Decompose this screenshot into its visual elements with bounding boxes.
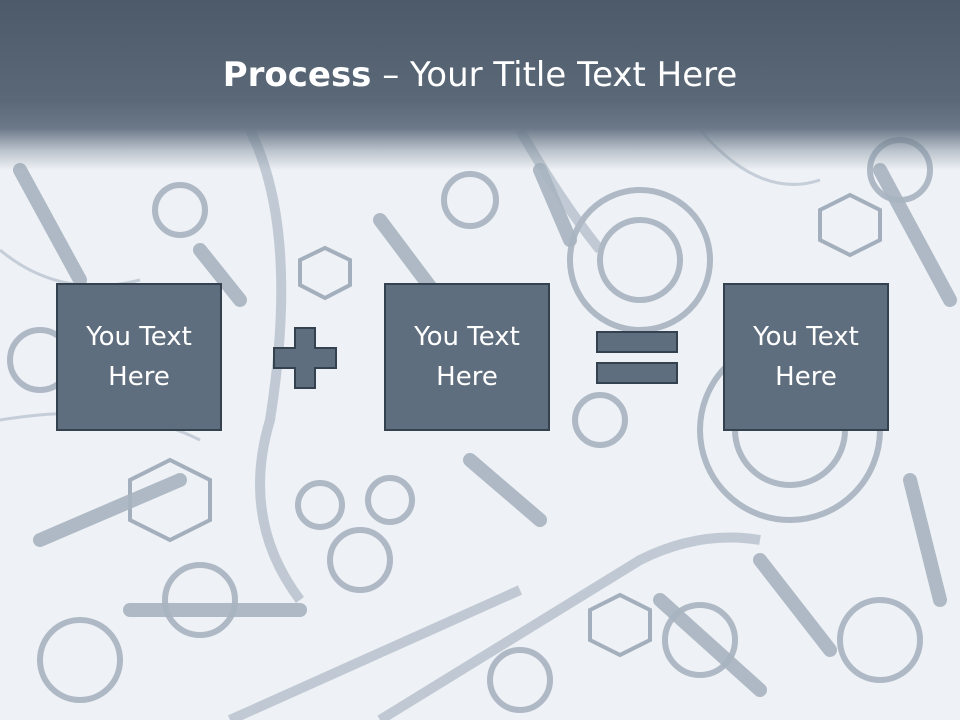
process-box-3[interactable]: You Text Here: [723, 283, 889, 431]
process-box-2-text: You Text Here: [414, 322, 520, 392]
plus-icon: [273, 327, 337, 389]
slide-title: Process – Your Title Text Here: [0, 52, 960, 98]
equals-icon: [596, 331, 678, 384]
process-box-1[interactable]: You Text Here: [56, 283, 222, 431]
process-box-3-text: You Text Here: [753, 322, 859, 392]
process-box-2[interactable]: You Text Here: [384, 283, 550, 431]
title-rest: – Your Title Text Here: [371, 55, 738, 95]
process-box-1-text: You Text Here: [86, 322, 192, 392]
title-bold: Process: [222, 55, 372, 95]
title-band: [0, 0, 960, 170]
